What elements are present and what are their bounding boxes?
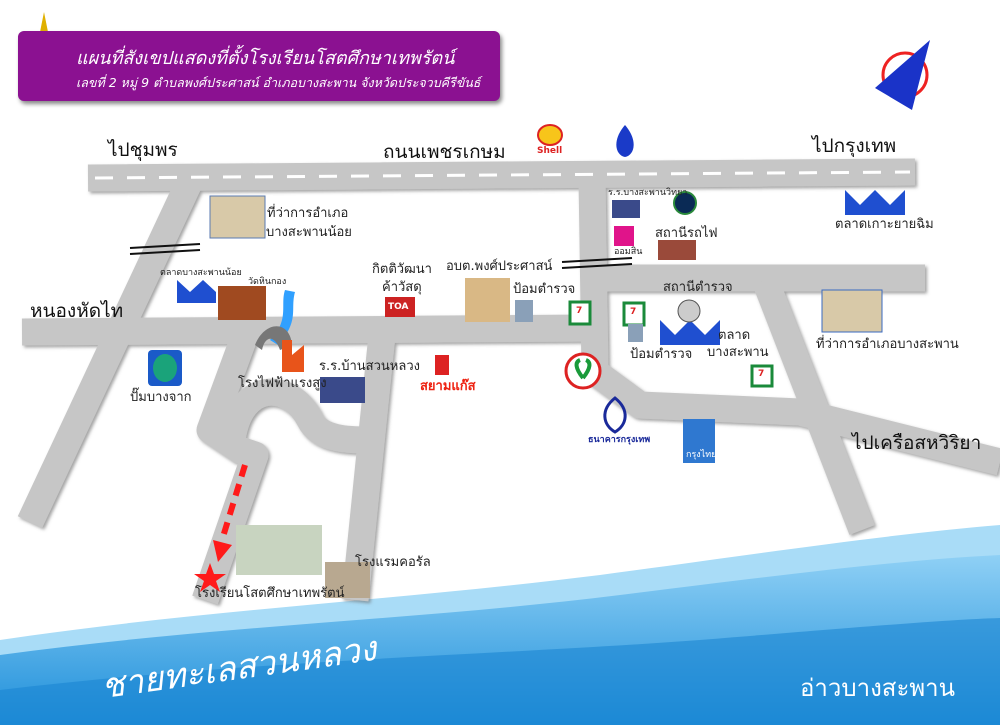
kit-label-1: กิตติวัฒนา	[372, 262, 432, 277]
seven-eleven-label-3: 7	[758, 369, 765, 379]
sea-area	[0, 525, 1000, 725]
district-office-noi-label-1: ที่ว่าการอำเภอ	[267, 206, 349, 221]
wat-label: วัดหินกอง	[248, 277, 287, 287]
hotel-image	[325, 562, 370, 598]
railway-emblem-icon	[673, 191, 697, 215]
road-centerline	[94, 170, 911, 180]
compass-icon	[875, 40, 930, 110]
bay-label: อ่าวบางสะพาน	[800, 674, 956, 702]
police-box-label-2: ป้อมตำรวจ	[630, 347, 693, 362]
school-suan-image	[320, 377, 365, 403]
seven-eleven-label-1: 7	[576, 306, 583, 316]
kbank-icon	[564, 352, 602, 390]
police-box-icon	[515, 300, 533, 322]
police-box-label-1: ป้อมตำรวจ	[513, 282, 576, 297]
siam-gas-label: สยามแก๊ส	[420, 379, 476, 394]
police-emblem-icon	[677, 299, 701, 323]
ptt-icon	[616, 125, 634, 157]
temple-image	[218, 286, 266, 320]
road-label-nong-hat-thai: หนองหัดไท	[30, 300, 124, 322]
district-office-noi-label-2: บางสะพานน้อย	[266, 225, 352, 240]
school-image	[236, 525, 322, 575]
page-title: แผนที่สังเขปแสดงที่ตั้งโรงเรียนโสตศึกษาเ…	[76, 48, 455, 69]
pump-label: ปั๊มบางจาก	[130, 390, 192, 405]
road-label-bangkok: ไปกรุงเทพ	[812, 135, 897, 157]
road-label-phetkasem: ถนนเพชรเกษม	[383, 141, 506, 163]
shell-label: Shell	[537, 146, 563, 156]
market-icons	[177, 190, 905, 345]
train-station-image	[658, 240, 696, 260]
toa-logo	[385, 297, 415, 317]
ktb-icon	[683, 419, 715, 463]
market-bs-label-2: บางสะพาน	[707, 345, 769, 360]
kit-label-2: ค้าวัสดุ	[382, 280, 422, 295]
train-station-label: สถานีรถไฟ	[655, 226, 718, 241]
school-suan-label: ร.ร.บ้านสวนหลวง	[319, 359, 420, 374]
district-office-noi-image	[209, 195, 266, 239]
gsb-label: ออมสิน	[614, 247, 643, 257]
district-office-image	[821, 289, 883, 333]
bbl-icon	[603, 396, 627, 434]
market-bs-label-1: ตลาด	[718, 328, 751, 343]
school-star-icon	[194, 563, 226, 592]
district-office-label: ที่ว่าการอำเภอบางสะพาน	[816, 337, 959, 352]
police-station-label: สถานีตำรวจ	[663, 280, 733, 295]
ktb-label: กรุงไทย	[686, 450, 717, 460]
police-box-icon-2	[628, 324, 643, 342]
school-wit-image	[612, 200, 640, 218]
title-banner: แผนที่สังเขปแสดงที่ตั้งโรงเรียนโสตศึกษาเ…	[18, 31, 500, 101]
siam-gas-icon	[435, 355, 449, 375]
road-label-chumphon: ไปชุมพร	[108, 139, 178, 161]
seven-eleven-label-2: 7	[630, 307, 637, 317]
market-noi-label: ตลาดบางสะพานน้อย	[160, 268, 242, 278]
shell-icon	[537, 124, 563, 146]
school-route-arrow	[219, 464, 248, 541]
bbl-label: ธนาคารกรุงเทพ	[588, 435, 651, 445]
school-wit-label: ร.ร.บางสะพานวิทยา	[608, 188, 688, 198]
power-plant-label: โรงไฟฟ้าแรงสูง	[238, 376, 327, 391]
arrow-head-icon	[213, 540, 232, 562]
hotel-label: โรงแรมคอรัล	[355, 555, 431, 570]
school-label: โรงเรียนโสตศึกษาเทพรัตน์	[195, 586, 345, 601]
obt-label: อบต.พงศ์ประศาสน์	[446, 259, 553, 274]
market-koh-label: ตลาดเกาะยายฉิม	[835, 217, 934, 232]
river-icon	[270, 290, 295, 345]
obt-office-image	[465, 278, 510, 322]
address: เลขที่ 2 หมู่ 9 ตำบลพงศ์ประศาสน์ อำเภอบา…	[76, 75, 481, 90]
toa-label: TOA	[388, 302, 409, 312]
road-label-sahaviriya: ไปเครือสหวิริยา	[852, 432, 982, 454]
railway-icon	[129, 243, 633, 269]
gsb-icon	[614, 226, 634, 246]
power-plant-icon	[282, 340, 304, 372]
